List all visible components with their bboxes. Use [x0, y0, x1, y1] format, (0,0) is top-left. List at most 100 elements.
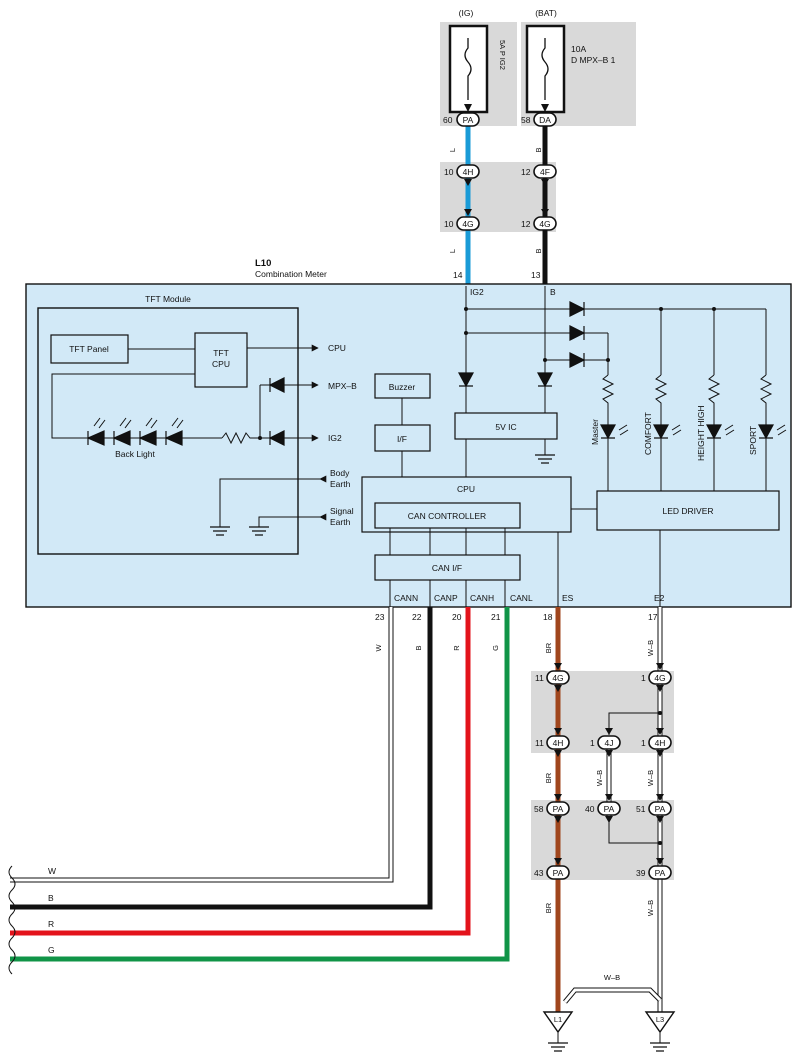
wire-label-g: G — [491, 645, 500, 651]
pin-22: 22 — [412, 612, 422, 622]
wire-g-can — [10, 607, 510, 962]
terminal-cann: CANN — [394, 593, 418, 603]
fuse-ig-supply: (IG) — [459, 8, 474, 18]
wire-label-l2: L — [448, 249, 457, 253]
fuse-bat-rating-name: D MPX–B 1 — [571, 55, 616, 65]
pin-1a: 1 — [641, 673, 646, 683]
led-label-sport: SPORT — [748, 426, 758, 455]
svg-text:DA: DA — [539, 115, 551, 125]
combination-meter-box — [25, 283, 792, 608]
led-resistors — [601, 374, 773, 425]
pin-1b: 1 — [590, 738, 595, 748]
connector-4h-top: 4H — [456, 164, 480, 179]
svg-text:L1: L1 — [554, 1015, 562, 1024]
svg-text:4G: 4G — [552, 673, 563, 683]
led-label-comfort: COMFORT — [643, 412, 653, 455]
svg-text:4G: 4G — [462, 219, 473, 229]
pin-21: 21 — [491, 612, 501, 622]
svg-text:PA: PA — [655, 868, 666, 878]
wire-label-l1: L — [448, 148, 457, 152]
connector-4g-b: 4G — [533, 216, 557, 231]
svg-text:4J: 4J — [605, 738, 614, 748]
pin-17: 17 — [648, 612, 658, 622]
fuse-bat: (BAT) 10A D MPX–B 1 — [525, 8, 616, 114]
wire-b-can — [10, 607, 433, 910]
connector-4g-a: 4G — [456, 216, 480, 231]
meter-code: L10 — [255, 258, 271, 269]
tft-module-label: TFT Module — [145, 294, 191, 304]
tft-cpu-label-2: CPU — [212, 359, 230, 369]
can-if-box — [374, 554, 521, 581]
pin-12a: 12 — [521, 167, 531, 177]
led-driver-box — [596, 490, 780, 531]
pin-18: 18 — [543, 612, 553, 622]
meter-name: Combination Meter — [255, 269, 327, 279]
arrow-label-ig2: IG2 — [328, 433, 342, 443]
wire-label-br3: BR — [544, 902, 553, 913]
wire-r-can — [10, 607, 471, 936]
terminal-canh: CANH — [470, 593, 494, 603]
tft-panel-label: TFT Panel — [69, 344, 109, 354]
connector-4g-wb: 4G — [648, 670, 672, 685]
wire-label-w: W — [374, 644, 383, 652]
can-controller-label: CAN CONTROLLER — [408, 511, 486, 521]
svg-text:4H: 4H — [655, 738, 666, 748]
signal-earth-label-1: Signal — [330, 506, 354, 516]
backlight-resistor — [221, 431, 260, 445]
5v-ic-label: 5V IC — [495, 422, 516, 432]
left-wire-label-r: R — [48, 919, 54, 929]
svg-text:PA: PA — [553, 804, 564, 814]
svg-text:PA: PA — [604, 804, 615, 814]
pin-39: 39 — [636, 868, 646, 878]
pin-11b: 11 — [535, 738, 544, 748]
pin-43: 43 — [534, 868, 544, 878]
terminal-es: ES — [562, 593, 574, 603]
left-wire-label-w: W — [48, 866, 56, 876]
connector-pa40: PA — [597, 801, 621, 816]
pin-58b: 58 — [534, 804, 544, 814]
left-wire-label-g: G — [48, 945, 55, 955]
wire-w-can — [10, 607, 394, 883]
wire-label-b2: B — [534, 248, 543, 253]
arrow-label-mpxb: MPX–B — [328, 381, 357, 391]
signal-earth-label-2: Earth — [330, 517, 351, 527]
ground-l1: L1 — [542, 1011, 574, 1052]
connector-4j: 4J — [597, 735, 621, 750]
5v-ic-box — [454, 412, 558, 440]
terminal-ig2: IG2 — [470, 287, 484, 297]
wire-label-wb1: W–B — [646, 640, 655, 656]
svg-text:PA: PA — [553, 868, 564, 878]
connector-da-top: DA — [533, 112, 557, 127]
can-controller-box — [374, 502, 521, 529]
svg-text:PA: PA — [655, 804, 666, 814]
svg-text:L3: L3 — [656, 1015, 664, 1024]
pin-23: 23 — [375, 612, 385, 622]
left-wire-label-b: B — [48, 893, 54, 903]
arrow-label-cpu: CPU — [328, 343, 346, 353]
svg-text:4G: 4G — [539, 219, 550, 229]
connector-pa51: PA — [648, 801, 672, 816]
wire-label-b: B — [414, 645, 423, 650]
pin-60: 60 — [443, 115, 453, 125]
connector-pa58: PA — [546, 801, 570, 816]
if-label: I/F — [397, 434, 407, 444]
terminal-canl: CANL — [510, 593, 533, 603]
terminal-b: B — [550, 287, 556, 297]
cpu-label: CPU — [457, 484, 475, 494]
wire-label-br2: BR — [544, 772, 553, 783]
tft-module-box — [37, 307, 299, 555]
wire-break — [8, 865, 16, 975]
svg-text:4H: 4H — [553, 738, 564, 748]
connector-pa39: PA — [648, 865, 672, 880]
wire-label-wb4: W–B — [646, 900, 655, 916]
led-label-height-high: HEIGHT HIGH — [696, 405, 706, 461]
wire-label-r: R — [452, 645, 461, 651]
wire-label-b1: B — [534, 147, 543, 152]
led-driver-label: LED DRIVER — [662, 506, 713, 516]
svg-text:PA: PA — [463, 115, 474, 125]
can-if-label: CAN I/F — [432, 563, 462, 573]
pin-40: 40 — [585, 804, 595, 814]
fuse-ig-rating: 5A P IG2 — [498, 40, 507, 70]
svg-text:4H: 4H — [463, 167, 474, 177]
tft-cpu-box — [194, 332, 248, 388]
